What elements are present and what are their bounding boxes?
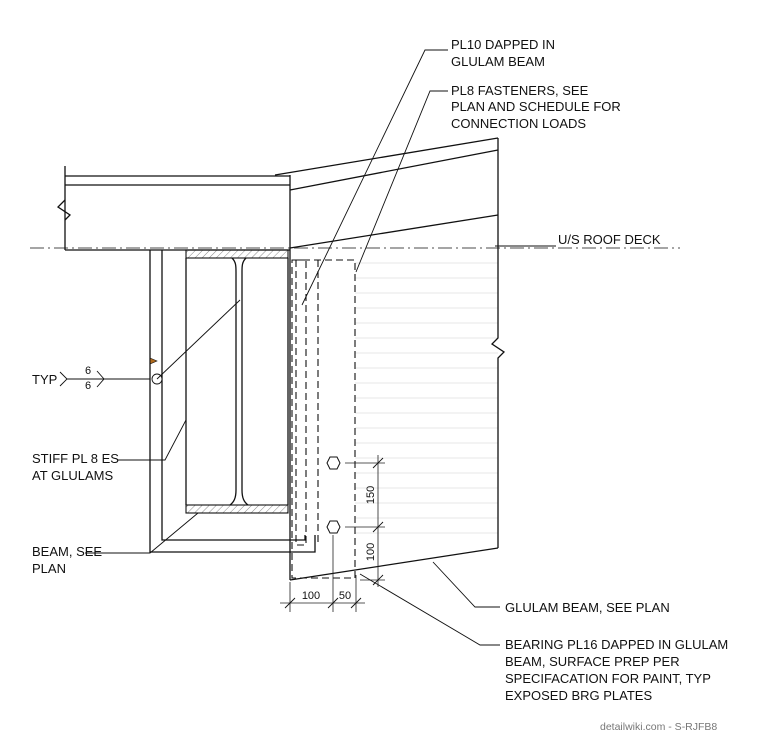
label-stiffener-line1: STIFF PL 8 ES (32, 451, 119, 466)
leader-bearing-plate (359, 573, 500, 646)
label-bearing-line1: BEARING PL16 DAPPED IN GLULAM (505, 637, 728, 652)
leader-lines (85, 49, 556, 646)
label-roof-deck: U/S ROOF DECK (558, 232, 661, 247)
weld-size-top: 6 (85, 365, 91, 377)
bolt-icon (326, 456, 341, 470)
weld-tail (59, 371, 68, 387)
i-beam-web-right (241, 257, 249, 506)
label-pl10-line1: PL10 DAPPED IN (451, 37, 555, 52)
label-pl8-line3: CONNECTION LOADS (451, 116, 586, 131)
i-beam-top-flange (185, 249, 289, 259)
bearing-plate-hidden (291, 259, 356, 579)
label-bearing-line2: BEAM, SURFACE PREP PER (505, 654, 680, 669)
pl10-plate-hidden (295, 259, 307, 546)
weld-symbol: 6 6 (59, 357, 163, 392)
dim-bolt-spacing: 150 (365, 486, 377, 504)
label-beam-line2: PLAN (32, 561, 66, 576)
dimensions: 150 100 100 50 (280, 455, 385, 612)
glulam-break-line (490, 138, 506, 548)
weld-fillet-icon (96, 370, 105, 388)
roof-deck-top-edge (274, 137, 499, 176)
label-glulam: GLULAM BEAM, SEE PLAN (505, 600, 670, 615)
glulam-top-slope (289, 214, 499, 249)
dim-edge-vertical: 100 (365, 543, 377, 561)
label-pl8-line1: PL8 FASTENERS, SEE (451, 83, 589, 98)
weld-size-bottom: 6 (85, 380, 91, 392)
roof-deck-bottom-edge (289, 149, 499, 191)
label-pl10-line2: GLULAM BEAM (451, 54, 545, 69)
beam-section-outline (149, 250, 316, 553)
bolts (326, 456, 341, 534)
label-pl8-line2: PLAN AND SCHEDULE FOR (451, 99, 621, 114)
i-beam-web-left (229, 257, 237, 506)
leader-glulam (432, 561, 500, 608)
dapped-plates-hidden (291, 259, 356, 579)
i-beam-bottom-flange (185, 504, 289, 514)
beam-break-mark (56, 199, 72, 221)
glulam-bottom-edge (289, 547, 499, 581)
bolt-icon (326, 520, 341, 534)
leader-weld (156, 299, 241, 380)
label-stiffener-line2: AT GLULAMS (32, 468, 113, 483)
annotations: PL10 DAPPED IN GLULAM BEAM PL8 FASTENERS… (32, 37, 728, 733)
dim-edge-small: 50 (339, 590, 351, 602)
watermark: detailwiki.com - S-RJFB8 (600, 721, 717, 733)
label-typ: TYP (32, 372, 57, 387)
glulam-grain-lines (355, 262, 498, 534)
label-bearing-line4: EXPOSED BRG PLATES (505, 688, 652, 703)
steel-beam-elevation (56, 166, 290, 251)
leader-beam (85, 512, 199, 554)
glulam-beam (274, 137, 506, 581)
label-bearing-line3: SPECIFACATION FOR PAINT, TYP (505, 671, 711, 686)
i-beam-section (185, 249, 289, 514)
leader-stiffener (118, 419, 187, 461)
dim-edge-horizontal: 100 (302, 590, 320, 602)
label-beam-line1: BEAM, SEE (32, 544, 102, 559)
leader-pl10 (301, 49, 448, 306)
field-weld-flag-icon (149, 357, 158, 365)
leader-pl8 (355, 90, 448, 273)
